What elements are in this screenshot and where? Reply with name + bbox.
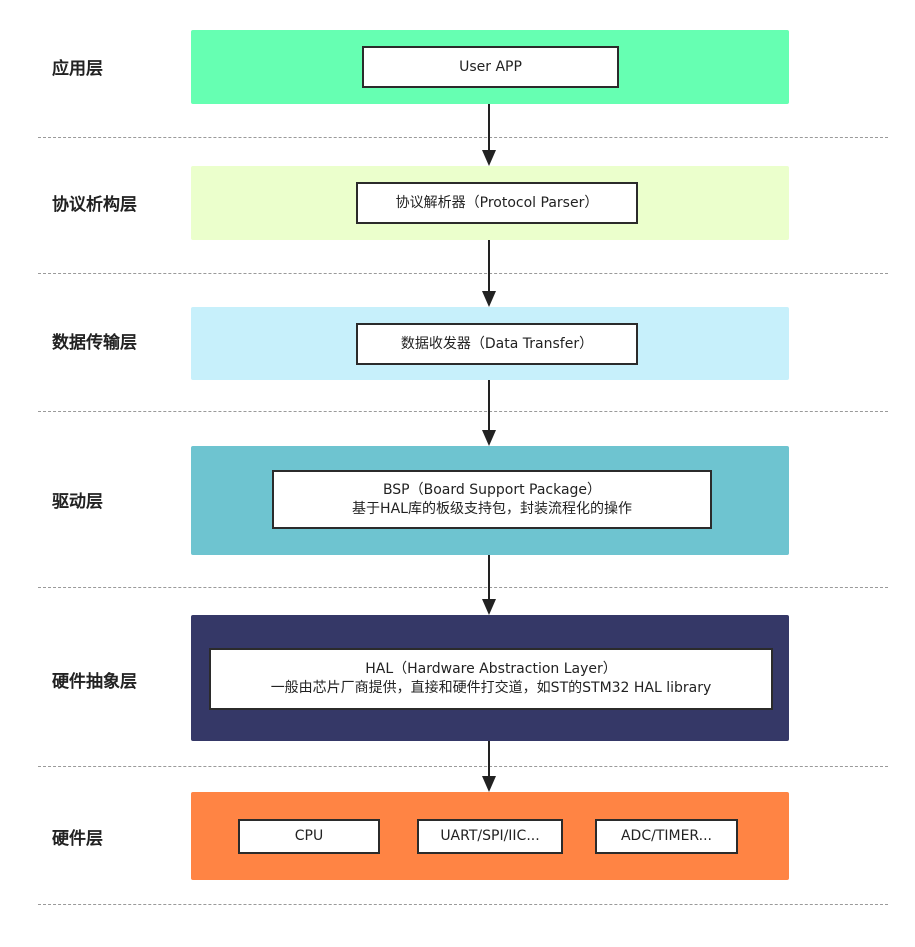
arrow-protocol-to-transfer — [482, 240, 496, 307]
box-user-app: User APP — [362, 46, 619, 88]
arrow-transfer-to-driver — [482, 380, 496, 446]
divider-5 — [38, 766, 888, 767]
box-protocol-parser-text: 协议解析器（Protocol Parser） — [395, 194, 599, 211]
box-bsp-desc: 基于HAL库的板级支持包，封装流程化的操作 — [352, 500, 632, 517]
layer-label-protocol: 协议析构层 — [52, 195, 137, 215]
box-data-transfer-text: 数据收发器（Data Transfer） — [400, 335, 594, 352]
box-hal: HAL（Hardware Abstraction Layer） 一般由芯片厂商提… — [209, 648, 773, 710]
arrow-driver-to-hal — [482, 555, 496, 615]
layer-label-app: 应用层 — [52, 59, 103, 79]
divider-1 — [38, 137, 888, 138]
divider-6 — [38, 904, 888, 905]
arrow-app-to-protocol — [482, 104, 496, 166]
box-data-transfer: 数据收发器（Data Transfer） — [356, 323, 638, 365]
arrow-hal-to-hardware — [482, 741, 496, 792]
layer-label-hal: 硬件抽象层 — [52, 672, 137, 692]
box-user-app-text: User APP — [459, 58, 522, 75]
box-cpu: CPU — [238, 819, 380, 854]
layer-label-driver: 驱动层 — [52, 492, 103, 512]
box-uart-spi-iic-text: UART/SPI/IIC... — [440, 828, 540, 844]
box-cpu-text: CPU — [294, 828, 324, 844]
divider-3 — [38, 411, 888, 412]
divider-4 — [38, 587, 888, 588]
box-uart-spi-iic: UART/SPI/IIC... — [417, 819, 563, 854]
box-hal-desc: 一般由芯片厂商提供，直接和硬件打交道，如ST的STM32 HAL library — [270, 680, 712, 696]
box-bsp-title: BSP（Board Support Package） — [382, 481, 602, 498]
box-protocol-parser: 协议解析器（Protocol Parser） — [356, 182, 638, 224]
box-bsp: BSP（Board Support Package） 基于HAL库的板级支持包，… — [272, 470, 712, 529]
layer-label-transfer: 数据传输层 — [52, 333, 137, 353]
layer-label-hardware: 硬件层 — [52, 829, 103, 849]
divider-2 — [38, 273, 888, 274]
box-hal-title: HAL（Hardware Abstraction Layer） — [365, 661, 617, 677]
box-adc-timer: ADC/TIMER... — [595, 819, 738, 854]
box-adc-timer-text: ADC/TIMER... — [620, 828, 713, 844]
